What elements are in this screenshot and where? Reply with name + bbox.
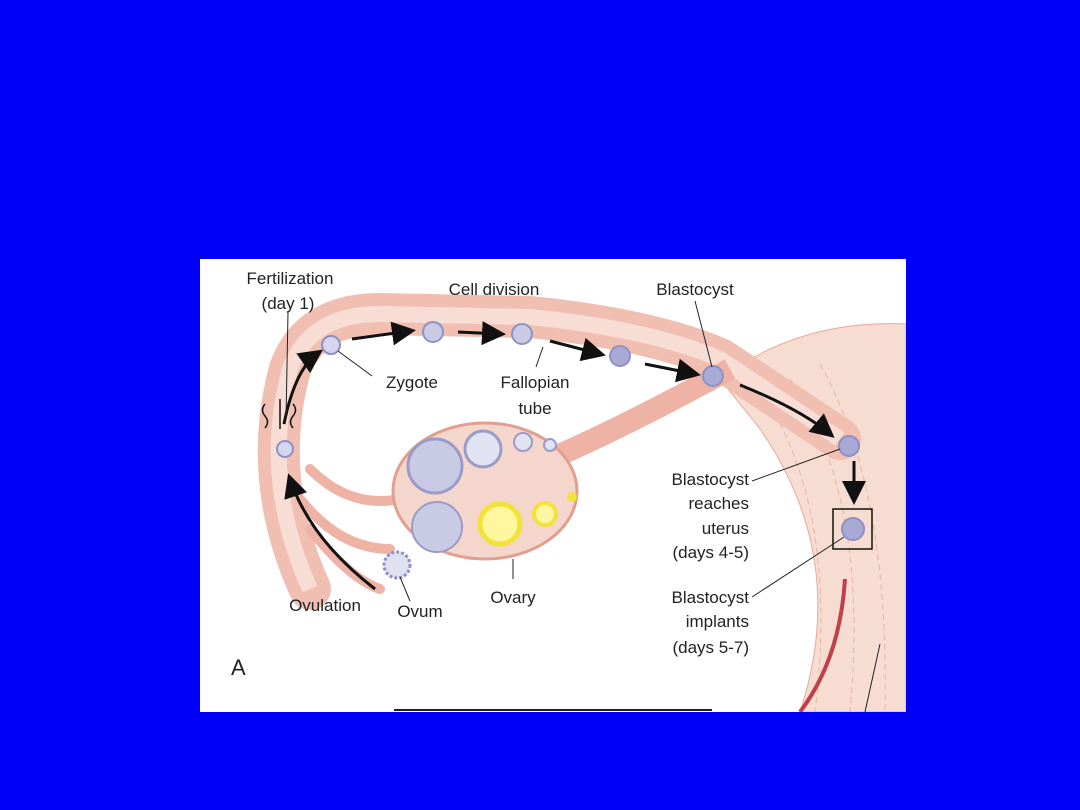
follicle-small bbox=[513, 432, 533, 452]
implanted-blastocyst bbox=[841, 517, 865, 541]
label-cell-division: Cell division bbox=[449, 280, 540, 299]
ovarian-ligament bbox=[545, 359, 736, 470]
fertilized-egg bbox=[276, 440, 294, 458]
label-ovulation: Ovulation bbox=[289, 596, 361, 615]
panel-letter: A bbox=[231, 655, 246, 680]
label-blastocyst-reaches-4: (days 4-5) bbox=[672, 543, 749, 562]
blastocyst-uterus-cell bbox=[838, 435, 860, 457]
morula bbox=[609, 345, 631, 367]
label-fallopian: Fallopian bbox=[501, 373, 570, 392]
label-blastocyst-implants-2: implants bbox=[686, 612, 749, 631]
label-blastocyst-reaches-3: uterus bbox=[702, 519, 749, 538]
blastocyst-cell bbox=[702, 365, 724, 387]
follicle bbox=[463, 429, 503, 469]
label-blastocyst-reaches-2: reaches bbox=[689, 494, 749, 513]
four-cell-stage bbox=[511, 323, 533, 345]
label-tube: tube bbox=[518, 399, 551, 418]
label-blastocyst-reaches-1: Blastocyst bbox=[672, 470, 750, 489]
corpus-luteum-small bbox=[532, 501, 558, 527]
leader-lines bbox=[285, 300, 881, 712]
label-zygote: Zygote bbox=[386, 373, 438, 392]
follicle-tiny bbox=[543, 438, 557, 452]
caption-box-edge bbox=[394, 709, 712, 715]
diagram-svg: Fertilization (day 1) Cell division Blas… bbox=[231, 269, 906, 712]
fallopian-tube-lumen bbox=[270, 305, 845, 593]
corpus-albicans bbox=[567, 492, 577, 502]
label-blastocyst: Blastocyst bbox=[656, 280, 734, 299]
sperm-squiggles bbox=[261, 399, 297, 429]
uterine-artery bbox=[798, 578, 847, 712]
label-blastocyst-implants-3: (days 5-7) bbox=[672, 638, 749, 657]
two-cell-stage bbox=[422, 321, 444, 343]
label-blastocyst-implants-1: Blastocyst bbox=[672, 588, 750, 607]
fertilization-diagram: Fertilization (day 1) Cell division Blas… bbox=[200, 259, 906, 712]
ovum-cell bbox=[382, 550, 412, 580]
implantation-highlight-box bbox=[832, 508, 873, 550]
corpus-luteum bbox=[477, 501, 523, 547]
label-ovum: Ovum bbox=[397, 602, 442, 621]
migration-arrows bbox=[282, 321, 866, 591]
label-fertilization: Fertilization bbox=[247, 269, 334, 288]
follicle-large bbox=[406, 437, 464, 495]
label-fertilization-day: (day 1) bbox=[262, 294, 315, 313]
zygote-cell bbox=[321, 335, 341, 355]
ruptured-follicle bbox=[411, 501, 463, 553]
label-ovary: Ovary bbox=[490, 588, 536, 607]
